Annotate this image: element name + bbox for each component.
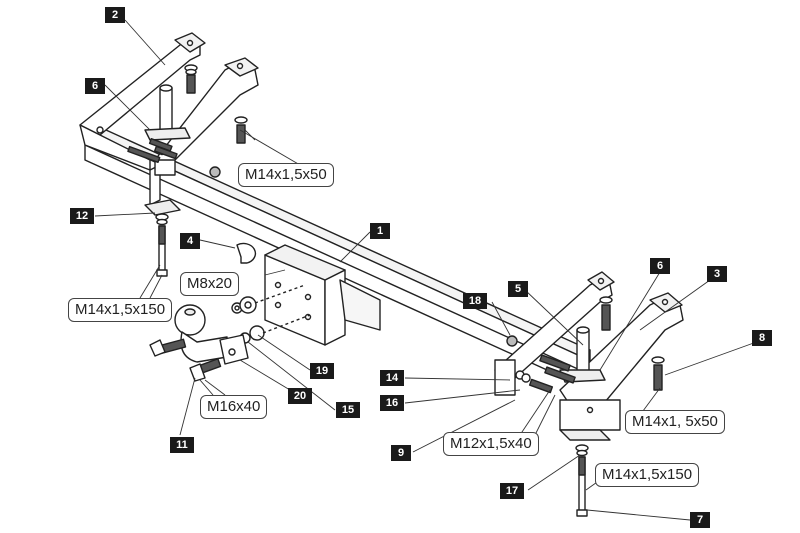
part-label-11: 11 <box>170 437 194 453</box>
clip-part-4 <box>237 243 255 263</box>
part-label-2: 2 <box>105 7 125 23</box>
part-label-9: 9 <box>391 445 411 461</box>
part-label-7: 7 <box>690 512 710 528</box>
part-label-12: 12 <box>70 208 94 224</box>
right-long-bolt <box>576 445 588 516</box>
spec-right-side-bolt: M12x1,5x40 <box>443 432 539 456</box>
part-label-16: 16 <box>380 395 404 411</box>
leader-lines <box>95 20 762 520</box>
right-bolts <box>507 297 664 393</box>
spec-right-long-bolt: M14x1,5x150 <box>595 463 700 487</box>
part-label-19: 19 <box>310 363 334 379</box>
part-label-5: 5 <box>508 281 528 297</box>
left-long-bolt <box>145 200 180 276</box>
part-label-20: 20 <box>288 388 312 404</box>
spec-ball-mount-small: M8x20 <box>180 272 240 296</box>
spec-top-left-bracket: M14x1,5x50 <box>238 163 334 187</box>
spec-ball-bolt: M16x40 <box>200 395 268 419</box>
ball-mount-plate <box>265 245 380 345</box>
part-label-17: 17 <box>500 483 524 499</box>
part-label-14: 14 <box>380 370 404 386</box>
spec-left-long-bolt: M14x1,5x150 <box>68 298 173 322</box>
part-label-4: 4 <box>180 233 200 249</box>
left-pin <box>145 85 190 140</box>
part-label-18: 18 <box>463 293 487 309</box>
part-label-3: 3 <box>707 266 727 282</box>
part-label-8: 8 <box>752 330 772 346</box>
right-bracket-front <box>495 272 614 395</box>
part-label-6-left: 6 <box>85 78 105 94</box>
right-bracket-rear <box>560 293 683 440</box>
tow-ball <box>150 305 248 381</box>
spec-right-bracket: M14x1, 5x50 <box>625 410 725 434</box>
left-top-bolts <box>128 65 247 177</box>
left-bracket-rear <box>155 58 258 175</box>
part-label-15: 15 <box>336 402 360 418</box>
left-bracket <box>80 33 205 170</box>
part-label-1: 1 <box>370 223 390 239</box>
part-label-6-right: 6 <box>650 258 670 274</box>
